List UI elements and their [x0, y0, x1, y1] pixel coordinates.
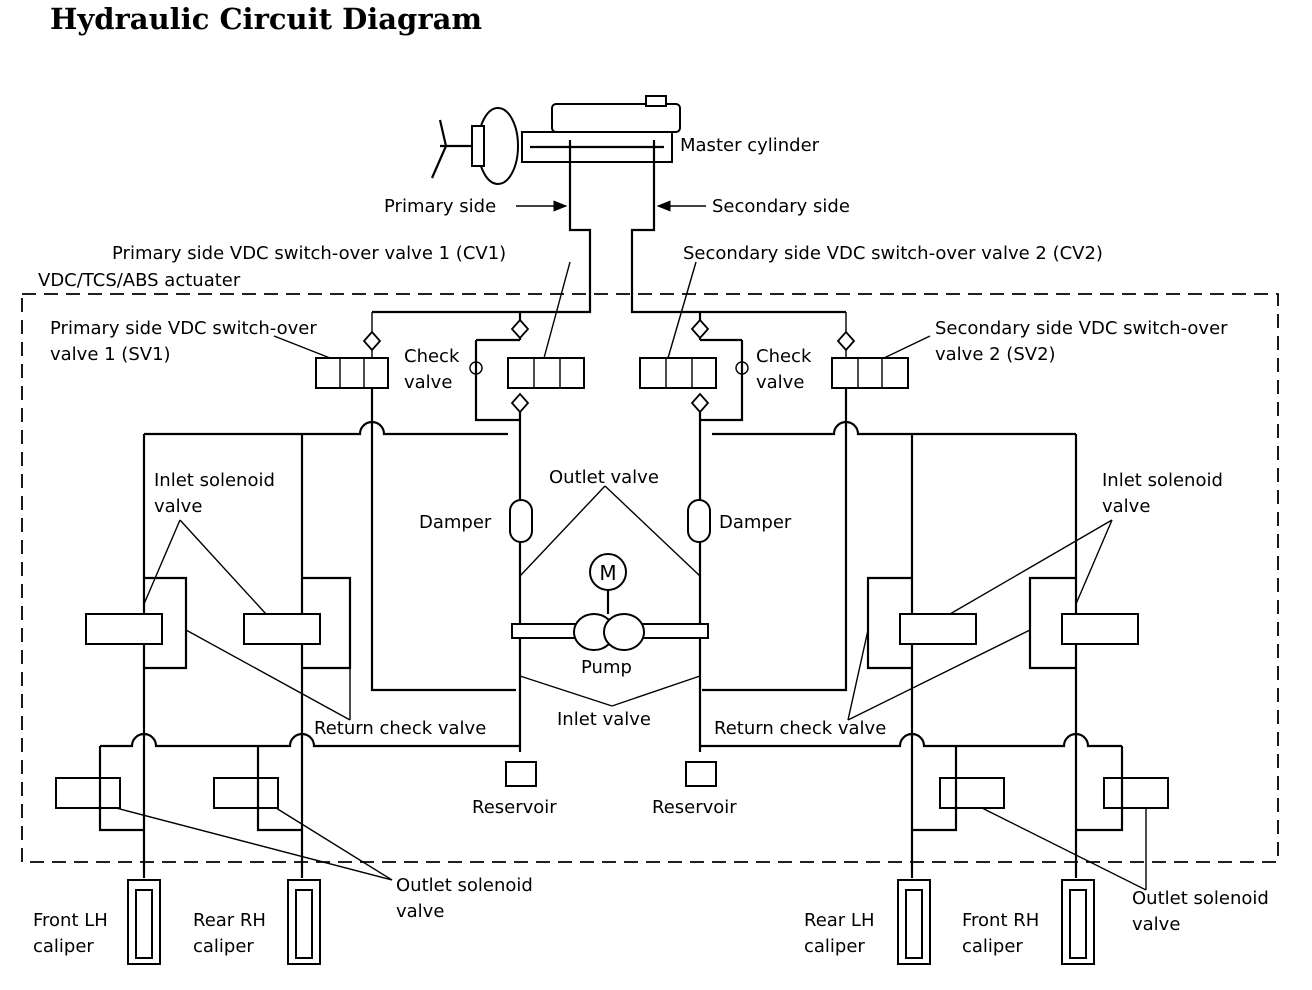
label-cv2: Secondary side VDC switch-over valve 2 (… — [683, 243, 1103, 264]
label-front-rh-line2: caliper — [962, 936, 1023, 957]
label-pump: Pump — [581, 657, 632, 678]
reservoir-right — [685, 761, 717, 787]
label-outlet-solenoid-right-line1: Outlet solenoid — [1132, 888, 1269, 909]
label-secondary-side: Secondary side — [712, 196, 850, 217]
label-cv1: Primary side VDC switch-over valve 1 (CV… — [112, 243, 506, 264]
label-reservoir-right: Reservoir — [652, 797, 737, 818]
diagram-title: Hydraulic Circuit Diagram — [50, 2, 483, 36]
label-rear-lh-line1: Rear LH — [804, 910, 875, 931]
label-master-cylinder: Master cylinder — [680, 135, 820, 156]
label-damper-left: Damper — [419, 512, 492, 533]
calipers — [127, 879, 1095, 965]
label-actuator: VDC/TCS/ABS actuater — [38, 270, 241, 291]
label-check-left-line1: Check — [404, 346, 460, 367]
label-front-rh-line1: Front RH — [962, 910, 1039, 931]
label-front-lh-line2: caliper — [33, 936, 94, 957]
reservoir-left — [505, 761, 537, 787]
master-cylinder — [430, 95, 681, 185]
label-check-right-line1: Check — [756, 346, 812, 367]
label-return-check-left: Return check valve — [314, 718, 486, 739]
motor — [589, 553, 627, 591]
cv1-valve — [469, 318, 585, 422]
damper-left — [509, 499, 533, 543]
leader-lines — [115, 261, 1147, 891]
label-rear-rh-line1: Rear RH — [193, 910, 266, 931]
label-reservoir-left: Reservoir — [472, 797, 557, 818]
label-rear-lh-line2: caliper — [804, 936, 865, 957]
label-outlet-solenoid-right-line2: valve — [1132, 914, 1180, 935]
label-primary-side: Primary side — [384, 196, 496, 217]
label-outlet-solenoid-left-line2: valve — [396, 901, 444, 922]
label-sv1-line1: Primary side VDC switch-over — [50, 318, 317, 339]
label-inlet-solenoid-right-line1: Inlet solenoid — [1102, 470, 1223, 491]
label-sv1-line2: valve 1 (SV1) — [50, 344, 171, 365]
label-return-check-right: Return check valve — [714, 718, 886, 739]
label-outlet-valve: Outlet valve — [549, 467, 659, 488]
label-check-right-line2: valve — [756, 372, 804, 393]
label-inlet-solenoid-right-line2: valve — [1102, 496, 1150, 517]
actuator-boundary — [21, 293, 1279, 863]
inlet-solenoid-valves — [85, 576, 1139, 670]
label-damper-right: Damper — [719, 512, 792, 533]
label-inlet-solenoid-left-line2: valve — [154, 496, 202, 517]
motor-symbol: M — [599, 561, 616, 585]
label-inlet-valve: Inlet valve — [557, 709, 651, 730]
sv2-valve — [831, 312, 909, 389]
sv1-valve — [315, 312, 389, 389]
pump — [511, 590, 709, 651]
label-front-lh-line1: Front LH — [33, 910, 108, 931]
label-sv2-line2: valve 2 (SV2) — [935, 344, 1056, 365]
label-outlet-solenoid-left-line1: Outlet solenoid — [396, 875, 533, 896]
outlet-solenoid-valves — [55, 746, 1169, 832]
label-inlet-solenoid-left-line1: Inlet solenoid — [154, 470, 275, 491]
label-check-left-line2: valve — [404, 372, 452, 393]
label-rear-rh-line2: caliper — [193, 936, 254, 957]
label-sv2-line1: Secondary side VDC switch-over — [935, 318, 1228, 339]
cv2-valve — [639, 318, 749, 422]
damper-right — [687, 499, 711, 543]
